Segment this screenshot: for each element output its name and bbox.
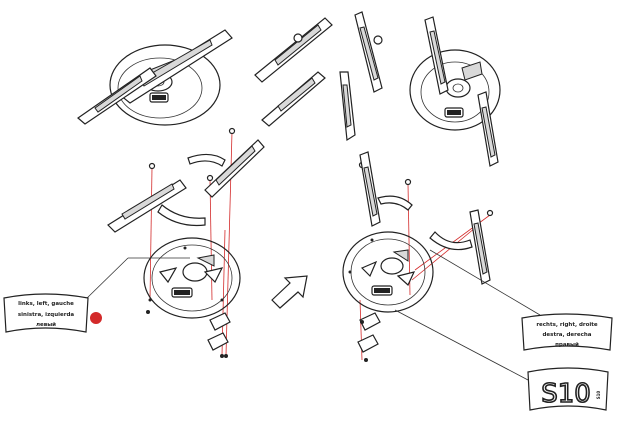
- top-right-assembled-disc: [409, 16, 501, 167]
- loose-blade-lower: [261, 71, 326, 127]
- left-label-line-1: links, left, gauche: [18, 301, 74, 307]
- model-code-side-mark: S10: [596, 391, 601, 400]
- marker-dot: [90, 312, 102, 324]
- right-exploded-assembly: [342, 151, 494, 362]
- direction-arrow: [271, 275, 308, 309]
- loose-blade-vertical-left: [339, 71, 356, 142]
- right-label-line-2: destra, derecha: [543, 332, 592, 338]
- right-label-line-1: rechts, right, droite: [536, 322, 598, 328]
- left-label-line-3: левый: [36, 321, 56, 328]
- left-label-line-2: sinistra, izquierda: [18, 312, 74, 318]
- right-side-label-tag: rechts, right, droite destra, derecha пр…: [429, 249, 613, 351]
- model-code-text: S10: [541, 379, 591, 409]
- left-side-label-tag: links, left, gauche sinistra, izquierda …: [3, 257, 190, 333]
- top-left-assembled-disc: [77, 29, 233, 126]
- left-exploded-assembly: [107, 127, 265, 358]
- model-code-tag: S10 S10: [394, 309, 609, 411]
- loose-blade-upper: [254, 17, 333, 83]
- loose-blade-vertical-right: [354, 11, 383, 93]
- right-label-line-3: правый: [555, 341, 579, 348]
